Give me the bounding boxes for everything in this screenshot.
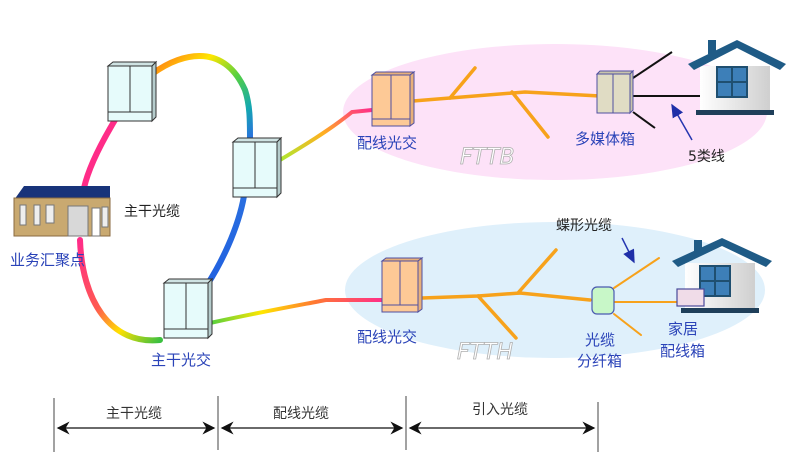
ftth-butterfly-cables [613,257,679,336]
ftth-distribution-cabinet-label: 配线光交 [357,328,417,346]
backbone-fiber-left-bottom [77,237,163,344]
segment-scale [53,396,599,452]
butterfly-cable-label: 蝶形光缆 [556,218,612,234]
fiber-splitter-box [591,286,615,315]
aggregation-point-label: 业务汇聚点 [10,251,85,269]
home-box-label-line2: 配线箱 [660,342,705,360]
multimedia-box [595,69,635,115]
distribution-fiber-ftth [208,298,384,325]
fttb-zone-label: FTTB [460,145,515,170]
fttb-zone [343,44,767,180]
segment-label-backbone: 主干光缆 [106,406,162,422]
butterfly-pointer-arrow [621,237,635,264]
cat5-pointer-arrow [671,103,693,141]
backbone-cabinet-2 [231,136,283,199]
backbone-fiber-top [149,53,253,143]
house-icon-ftth [672,238,772,313]
fttb-drop-tree [411,66,602,139]
backbone-cabinet-3 [162,277,214,340]
multimedia-box-label: 多媒体箱 [575,130,635,148]
fttb-distribution-cabinet-label: 配线光交 [357,134,417,152]
house-icon-fttb [688,40,786,115]
distribution-fiber-fttb [278,108,374,162]
cat5-lines [632,51,700,129]
ftth-distribution-cabinet [380,257,424,313]
ftth-zone-label: FTTH [457,340,513,365]
home-distribution-box [676,288,705,307]
splitter-box-label-line1: 光缆 [585,331,615,349]
backbone-cable-label: 主干光缆 [124,204,180,220]
ftth-zone [345,222,765,358]
backbone-cabinet-label: 主干光交 [151,351,211,369]
backbone-fiber-right [204,193,247,288]
cat5-cable-label: 5类线 [688,149,725,165]
aggregation-building-icon [13,186,111,237]
segment-arrows [56,421,596,435]
fttb-distribution-cabinet [370,71,416,127]
segment-label-drop: 引入光缆 [472,402,528,418]
segment-label-distribution: 配线光缆 [273,406,329,422]
backbone-fiber-left-top [81,117,118,191]
splitter-box-label-line2: 分纤箱 [577,352,622,370]
home-box-label-line1: 家居 [668,320,698,338]
backbone-cabinet-1 [106,60,158,123]
ftth-drop-tree [420,248,592,340]
